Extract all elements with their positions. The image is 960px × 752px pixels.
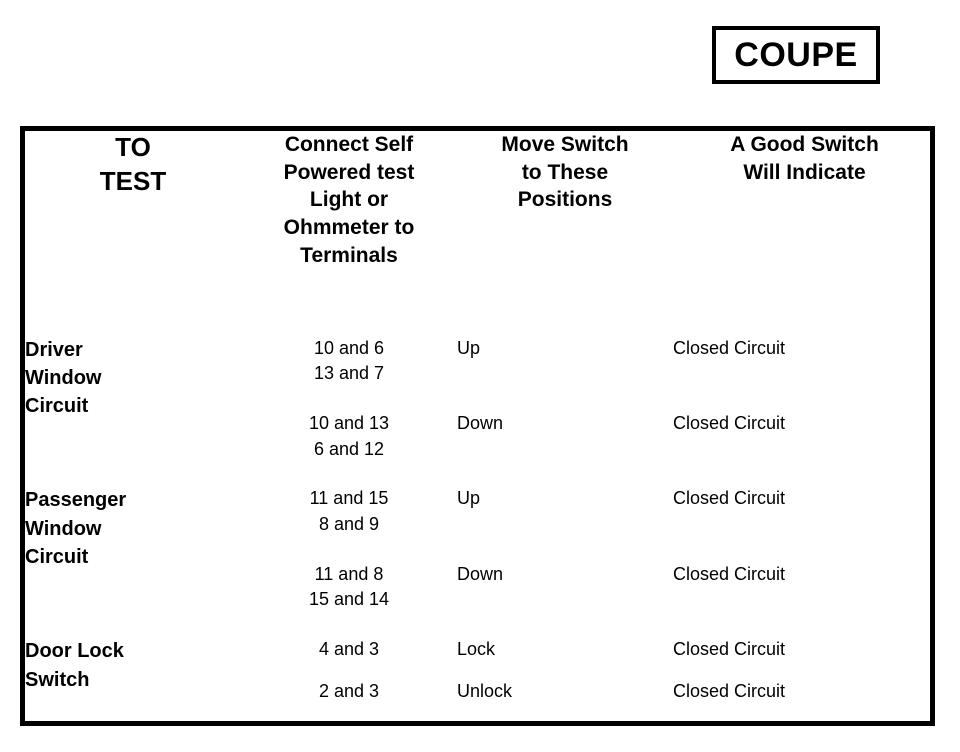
cell-switch-position: Down xyxy=(457,412,504,433)
terminal-pair: 11 and 8 xyxy=(314,563,384,584)
table-row: 10 and 13 6 and 12 Down Closed Circuit xyxy=(25,411,936,486)
switch-test-table: TO TEST Connect Self Powered test Light … xyxy=(25,131,936,721)
header-line: Positions xyxy=(517,188,613,212)
header-line: Will Indicate xyxy=(743,160,866,184)
header-line: to These xyxy=(521,160,609,184)
cell-expected-indication: Closed Circuit xyxy=(673,412,786,433)
cell-expected-indication: Closed Circuit xyxy=(673,681,786,702)
group-label-line: Window xyxy=(25,517,102,540)
table-row: 2 and 3 Unlock Closed Circuit xyxy=(25,679,936,721)
terminal-pair: 6 and 12 xyxy=(313,438,385,459)
cell-terminals: 2 and 3 xyxy=(241,679,457,721)
terminal-pair: 10 and 13 xyxy=(308,412,390,433)
group-label-line: Circuit xyxy=(25,546,89,569)
terminal-pair: 8 and 9 xyxy=(318,513,380,534)
cell-switch-position: Down xyxy=(457,563,504,584)
cell-terminals: 4 and 3 xyxy=(241,637,457,679)
group-label-door-lock-switch: Door Lock Switch xyxy=(25,637,241,721)
cell-expected-indication: Closed Circuit xyxy=(673,639,786,660)
header-line: Light or xyxy=(309,188,389,212)
coupe-badge: COUPE xyxy=(712,26,880,84)
header-cell-to-test: TO TEST xyxy=(25,131,241,336)
cell-terminals: 11 and 8 15 and 14 xyxy=(241,562,457,637)
header-line: Terminals xyxy=(300,243,398,267)
switch-test-table-container: TO TEST Connect Self Powered test Light … xyxy=(20,126,935,726)
group-label-driver-window-circuit: Driver Window Circuit xyxy=(25,336,241,487)
header-line: Move Switch xyxy=(501,133,629,156)
group-label-line: Passenger xyxy=(25,489,127,512)
terminal-pair: 4 and 3 xyxy=(318,639,380,660)
group-label-line: Circuit xyxy=(25,395,89,418)
cell-expected-indication: Closed Circuit xyxy=(673,563,786,584)
cell-expected-indication: Closed Circuit xyxy=(673,488,786,509)
coupe-badge-label: COUPE xyxy=(734,36,858,74)
header-line: TO xyxy=(115,132,151,162)
terminal-pair: 2 and 3 xyxy=(318,681,380,702)
header-line: Connect Self xyxy=(284,133,414,156)
table-header-row: TO TEST Connect Self Powered test Light … xyxy=(25,131,936,336)
header-cell-connect-terminals: Connect Self Powered test Light or Ohmme… xyxy=(241,131,457,336)
terminal-pair: 13 and 7 xyxy=(313,363,385,384)
cell-switch-position: Up xyxy=(457,337,481,358)
cell-switch-position: Lock xyxy=(457,639,496,660)
terminal-pair: 11 and 15 xyxy=(309,488,389,509)
header-line: TEST xyxy=(99,165,167,196)
cell-terminals: 10 and 6 13 and 7 xyxy=(241,336,457,411)
group-label-line: Switch xyxy=(25,668,90,691)
group-label-passenger-window-circuit: Passenger Window Circuit xyxy=(25,486,241,637)
group-label-line: Window xyxy=(25,366,102,389)
terminal-pair: 15 and 14 xyxy=(308,589,390,610)
header-cell-move-switch: Move Switch to These Positions xyxy=(457,131,673,336)
cell-terminals: 10 and 13 6 and 12 xyxy=(241,411,457,486)
header-line: Ohmmeter to xyxy=(283,216,415,240)
header-cell-good-switch: A Good Switch Will Indicate xyxy=(673,131,936,336)
table-row: Passenger Window Circuit 11 and 15 8 and… xyxy=(25,486,936,568)
terminal-pair: 10 and 6 xyxy=(313,337,385,358)
table-row: 11 and 8 15 and 14 Down Closed Circuit xyxy=(25,562,936,637)
cell-switch-position: Unlock xyxy=(457,681,513,702)
cell-switch-position: Up xyxy=(457,488,481,509)
header-line: Powered test xyxy=(283,160,415,184)
table-row: Driver Window Circuit 10 and 6 13 and 7 … xyxy=(25,336,936,418)
group-label-line: Driver xyxy=(25,338,83,361)
cell-expected-indication: Closed Circuit xyxy=(673,337,786,358)
group-label-line: Door Lock xyxy=(25,640,124,663)
header-line: A Good Switch xyxy=(730,133,879,156)
cell-terminals: 11 and 15 8 and 9 xyxy=(241,486,457,561)
table-row: Door Lock Switch 4 and 3 Lock Closed Cir… xyxy=(25,637,936,690)
